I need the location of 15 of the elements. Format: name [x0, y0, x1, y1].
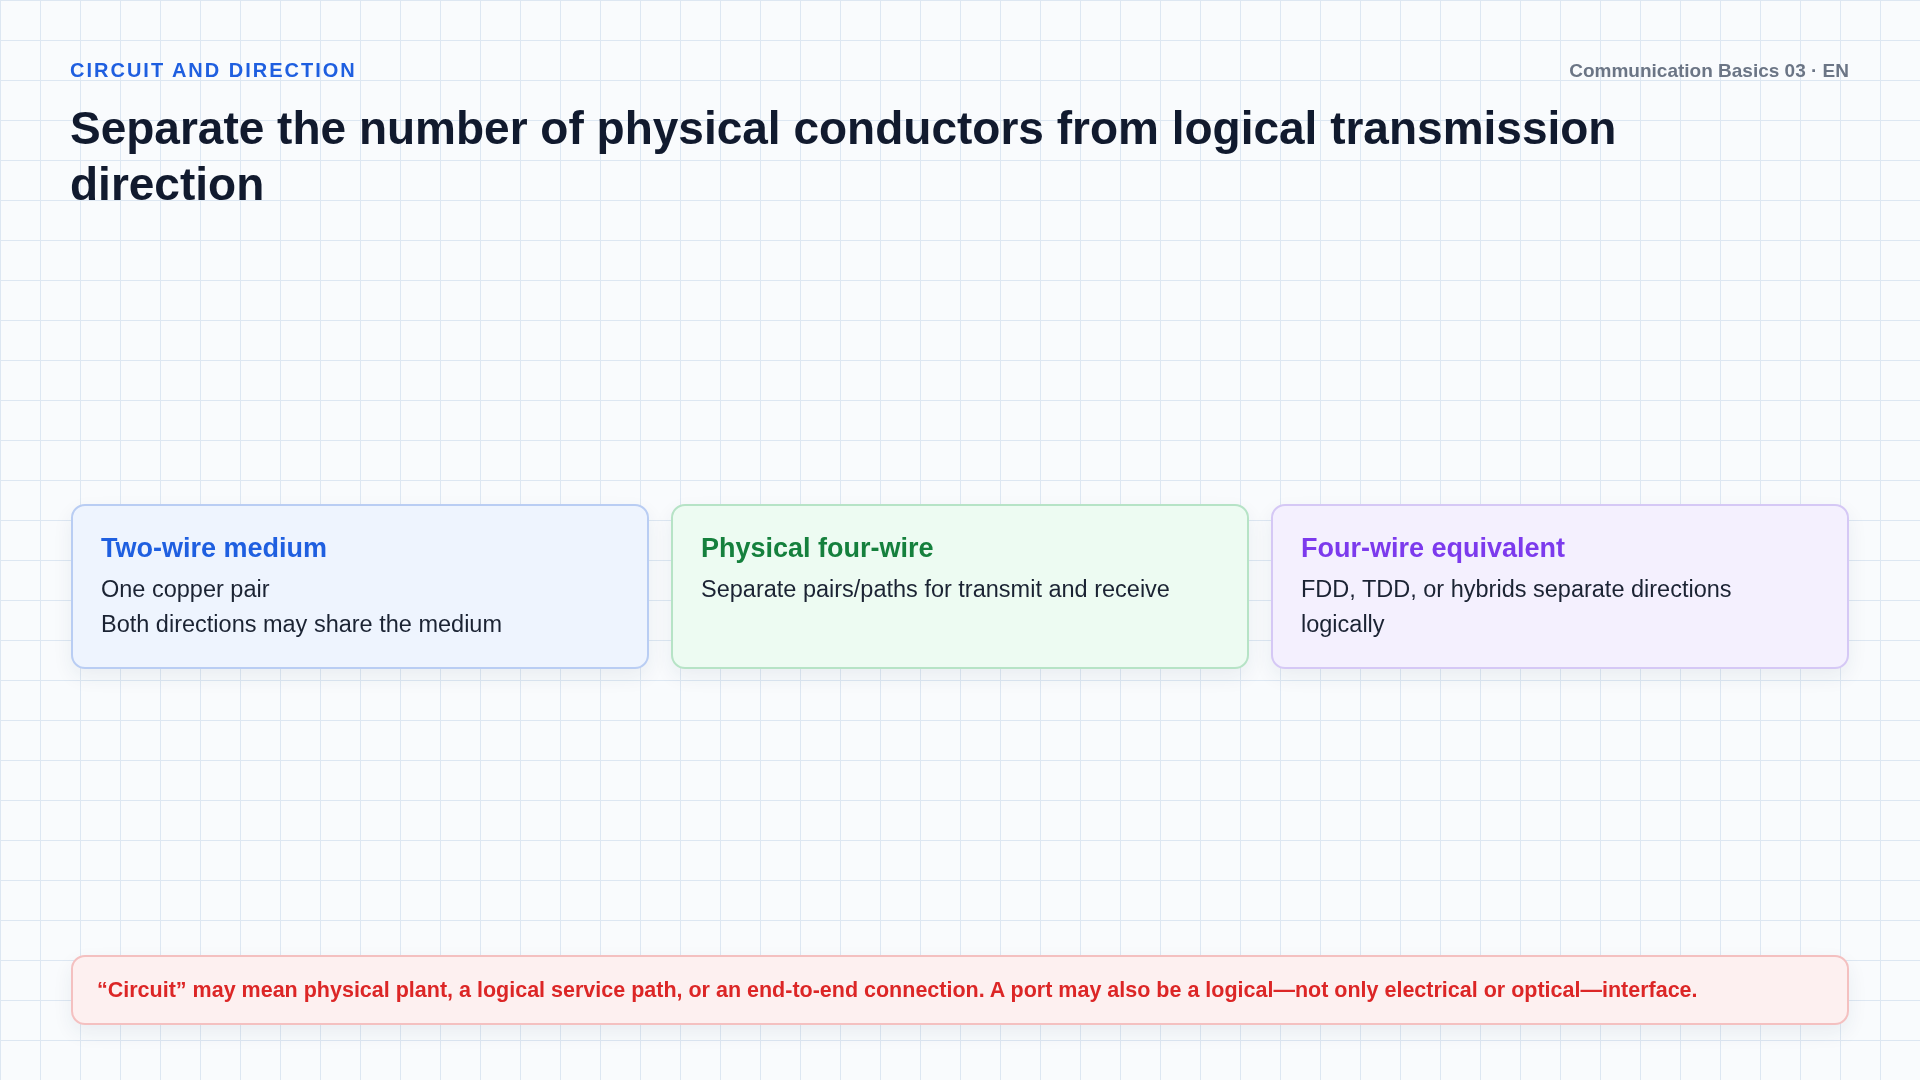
info-card [71, 504, 649, 669]
eyebrow-heading: CIRCUIT AND DIRECTION [70, 59, 357, 82]
card-heading: Four-wire equivalent [1301, 532, 1567, 565]
series-label: Communication Basics 03 · EN [1569, 60, 1849, 82]
card-text: One copper pair [101, 575, 271, 604]
info-card [1271, 504, 1849, 669]
card-text: FDD, TDD, or hybrids separate directions logically [1301, 575, 1733, 639]
card-heading: Two-wire medium [101, 532, 329, 565]
note-banner [71, 955, 1849, 1025]
card-heading: Physical four-wire [701, 532, 935, 565]
info-card [671, 504, 1249, 669]
title: Separate the number of physical conductors from logical transmission direction [70, 101, 1618, 212]
card-text: Both directions may share the medium [101, 610, 503, 639]
card-text: Separate pairs/paths for transmit and receive [701, 575, 1171, 604]
note-text: “Circuit” may mean physical plant, a logical service path, or an end-to-end connection. A port may also be a logical—not only electrical or optical—interface. [97, 977, 1698, 1003]
